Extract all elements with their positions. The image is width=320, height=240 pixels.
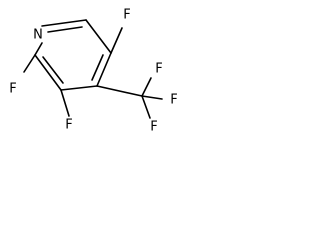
molecule-structure: N F F F F F F xyxy=(6,8,181,135)
atom-f-cf3-bottom: F xyxy=(147,120,161,135)
bond-c3-f xyxy=(60,89,70,117)
atom-label-f-cf3-top: F xyxy=(155,62,162,77)
bond-c2-c3 xyxy=(34,54,62,91)
atom-label-f-cf3-bottom: F xyxy=(150,120,157,135)
atom-f-c2: F xyxy=(6,82,20,97)
atom-f-c3: F xyxy=(62,118,76,133)
bond-cf3-f-bottom xyxy=(141,95,151,119)
bond-c4-cf3 xyxy=(96,85,143,97)
double-bond-c6-n1 xyxy=(47,26,83,33)
atom-label-f-c3: F xyxy=(65,118,72,133)
bond-n1-c2 xyxy=(34,42,43,56)
bond-c5-c6 xyxy=(85,19,112,54)
atom-f-cf3-right: F xyxy=(167,93,181,108)
atom-label-f-c2: F xyxy=(9,82,16,97)
bond-c5-f xyxy=(110,27,123,54)
atom-f-cf3-top: F xyxy=(152,62,166,77)
atom-f-c5: F xyxy=(120,8,134,23)
bond-cf3-f-right xyxy=(141,95,163,100)
bond-c3-c4 xyxy=(60,85,98,91)
bond-cf3-f-top xyxy=(141,77,152,97)
atom-label-n1: N xyxy=(33,28,43,43)
atom-label-f-cf3-right: F xyxy=(170,93,177,108)
atom-label-f-c5: F xyxy=(123,8,130,23)
bond-c6-n1 xyxy=(41,19,87,27)
bond-c4-c5 xyxy=(96,52,112,87)
bond-c2-f xyxy=(23,54,36,73)
double-bond-c2-c3 xyxy=(42,56,64,84)
atom-n1: N xyxy=(30,27,46,43)
double-bond-c4-c5 xyxy=(91,54,104,81)
